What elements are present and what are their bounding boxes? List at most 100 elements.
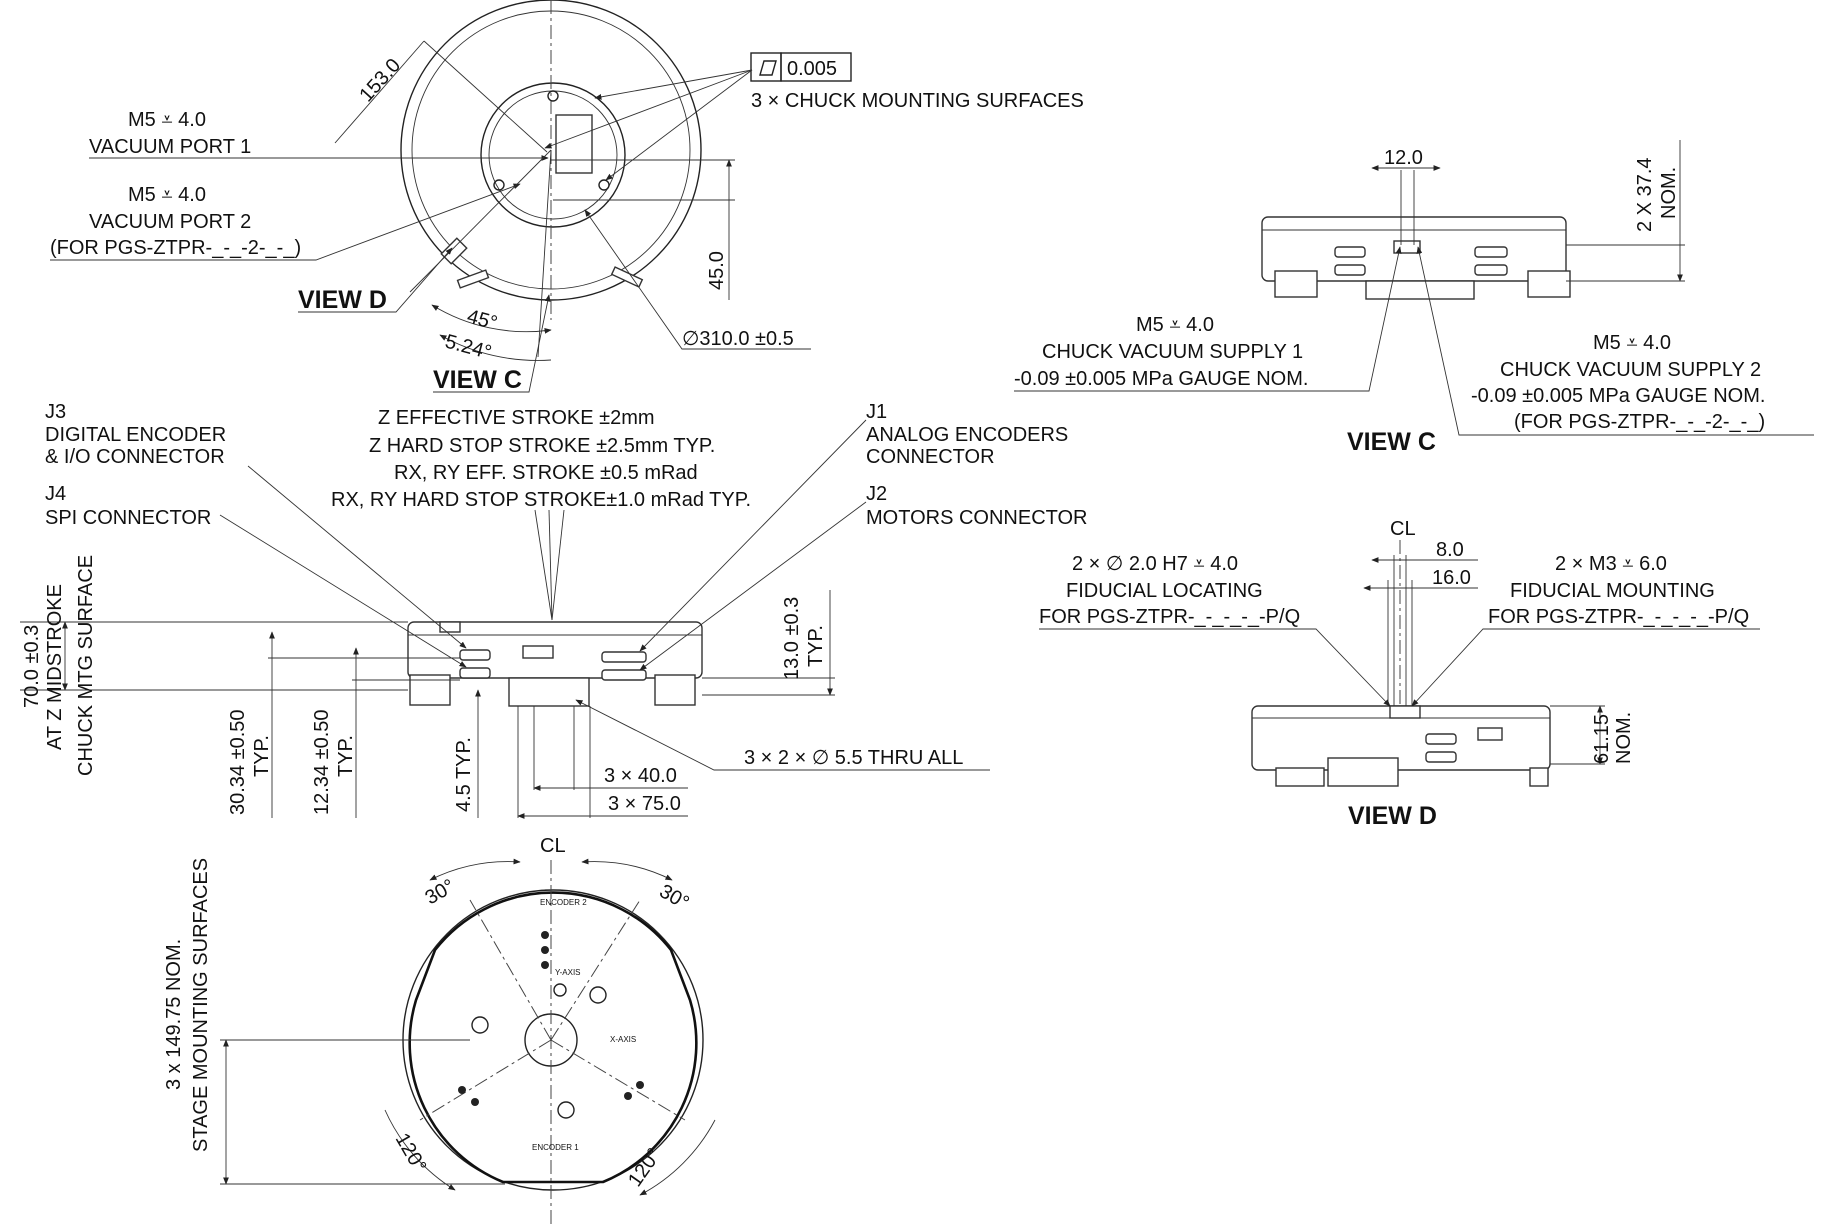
view-c-foot	[1274, 270, 1318, 298]
top-view-vacuum-port-block	[440, 237, 468, 265]
bottom-view-label-encoder-1: ENCODER 1	[532, 1143, 579, 1152]
view-c-callout: VIEW C	[433, 366, 522, 394]
j4-id: J4	[45, 483, 66, 505]
fiducial-mounting-line2: FIDUCIAL MOUNTING	[1510, 580, 1715, 602]
j1-line2: CONNECTOR	[866, 446, 995, 468]
dim-diameter-310: ∅310.0 ±0.5	[682, 328, 794, 350]
view-d-fiducial-block	[1389, 705, 1421, 719]
view-d-callout: VIEW D	[298, 286, 387, 314]
dim-45-typ: 4.5 TYP.	[453, 737, 475, 812]
view-c-title: VIEW C	[1347, 428, 1436, 456]
dim-70-b: AT Z MIDSTROKE	[44, 584, 66, 750]
supply-2-note: (FOR PGS-ZTPR-_-_-2-_-_)	[1514, 411, 1765, 433]
view-d-centerline-label: CL	[1390, 518, 1416, 540]
view-c-connector	[1334, 246, 1366, 258]
view-d-port-block	[1477, 727, 1503, 741]
j2-line1: MOTORS CONNECTOR	[866, 507, 1088, 529]
view-d-title: VIEW D	[1348, 802, 1437, 830]
view-d-foot	[1275, 767, 1325, 787]
view-c-base-block	[1365, 280, 1475, 300]
chuck-mounting-surfaces-label: 3 × CHUCK MOUNTING SURFACES	[751, 90, 1084, 112]
side-view-port-block	[522, 645, 554, 659]
view-d-dim-6115-nom: NOM.	[1613, 712, 1635, 764]
flatness-value-box	[780, 52, 852, 82]
fiducial-locating-line3: FOR PGS-ZTPR-_-_-_-_-P/Q	[1039, 606, 1300, 628]
flatness-symbol-box	[750, 52, 782, 82]
dim-3034-a: 30.34 ±0.50	[227, 709, 249, 815]
supply-1-pressure: -0.09 ±0.005 MPa GAUGE NOM.	[1014, 368, 1308, 390]
bottom-view-angle-120-left: 120°	[391, 1130, 431, 1177]
thru-holes-label: 3 × 2 × ∅ 5.5 THRU ALL	[744, 747, 963, 769]
view-d-foot	[1529, 767, 1549, 787]
vacuum-port-1-thread: M5 ⩡ 4.0	[128, 109, 206, 131]
side-view-foot	[409, 674, 451, 706]
angle-524: 5.24°	[443, 331, 494, 364]
bottom-view-label-x-axis: X-AXIS	[610, 1035, 636, 1044]
dim-3x75: 3 × 75.0	[608, 793, 681, 815]
dim-70-a: 70.0 ±0.3	[21, 625, 43, 708]
bottom-view-angle-30-right: 30°	[656, 880, 693, 914]
dim-45: 45.0	[706, 251, 728, 290]
view-c-foot	[1527, 270, 1571, 298]
view-d-dim-6115: 61.15	[1591, 714, 1613, 764]
fiducial-mounting-line3: FOR PGS-ZTPR-_-_-_-_-P/Q	[1488, 606, 1749, 628]
view-c-connector	[1334, 264, 1366, 276]
view-d-dim-8: 8.0	[1436, 539, 1464, 561]
supply-1-label: CHUCK VACUUM SUPPLY 1	[1042, 341, 1303, 363]
view-d: CL 8.0 16.0 2 × ∅ 2.0 H7 ⩡ 4.0 FIDUCIAL …	[1039, 518, 1760, 830]
fiducial-locating-line2: FIDUCIAL LOCATING	[1066, 580, 1263, 602]
dim-70-c: CHUCK MTG SURFACE	[75, 555, 97, 776]
bottom-view-centerline-label: CL	[540, 835, 566, 857]
dim-3034-b: TYP.	[251, 735, 273, 777]
top-view-mount-hole	[493, 179, 505, 191]
bottom-view-mounting-outline	[408, 891, 698, 1184]
bottom-view-angle-30-left: 30°	[422, 875, 459, 909]
vacuum-port-2-thread: M5 ⩡ 4.0	[128, 184, 206, 206]
view-c: 12.0 2 X 37.4 NOM. M5 ⩡ 4.0 CHUCK VACUUM…	[1014, 140, 1814, 456]
bottom-view-angle-120-right: 120°	[624, 1144, 666, 1191]
supply-2-label: CHUCK VACUUM SUPPLY 2	[1500, 359, 1761, 381]
view-d-connector	[1425, 751, 1457, 763]
dim-3x40: 3 × 40.0	[604, 765, 677, 787]
top-view-sensor-block	[555, 114, 593, 174]
side-view-connector-j1	[601, 651, 647, 663]
j4-line1: SPI CONNECTOR	[45, 507, 211, 529]
j3-line2: & I/O CONNECTOR	[45, 446, 225, 468]
view-d-base-block	[1327, 757, 1399, 787]
flatness-value: 0.005	[787, 58, 837, 80]
j1-id: J1	[866, 401, 887, 423]
bottom-view-label-y-axis: Y-AXIS	[555, 968, 581, 977]
side-view-connector-j2	[601, 669, 647, 681]
fiducial-mounting-line1: 2 × M3 ⩡ 6.0	[1555, 553, 1667, 575]
view-c-connector	[1474, 246, 1508, 258]
dim-153: 153.0	[355, 54, 405, 106]
supply-1-thread: M5 ⩡ 4.0	[1136, 314, 1214, 336]
top-view: 0.005 3 × CHUCK MOUNTING SURFACES M5 ⩡ 4…	[50, 0, 1084, 394]
top-view-mount-hole	[547, 90, 559, 102]
vacuum-port-1-label: VACUUM PORT 1	[89, 136, 251, 158]
stroke-z-hard-stop: Z HARD STOP STROKE ±2.5mm TYP.	[369, 435, 715, 457]
dim-1234-a: 12.34 ±0.50	[311, 709, 333, 815]
bottom-view-dim-14975-b: STAGE MOUNTING SURFACES	[190, 858, 212, 1152]
bottom-view-label-encoder-2: ENCODER 2	[540, 898, 587, 907]
dim-13-a: 13.0 ±0.3	[781, 597, 803, 680]
side-view-foot	[654, 674, 696, 706]
side-view-connector-j3	[459, 649, 491, 661]
j3-line1: DIGITAL ENCODER	[45, 424, 226, 446]
stroke-z-effective: Z EFFECTIVE STROKE ±2mm	[378, 407, 655, 429]
dim-1234-b: TYP.	[335, 735, 357, 777]
side-view-chuck-tab	[439, 621, 461, 633]
view-c-dim-height: 2 X 37.4	[1634, 157, 1656, 232]
top-view-chuck-plate	[480, 82, 626, 228]
stroke-rxry-hard-stop: RX, RY HARD STOP STROKE±1.0 mRad TYP.	[331, 489, 751, 511]
j2-id: J2	[866, 483, 887, 505]
view-c-dim-12: 12.0	[1384, 147, 1423, 169]
view-d-dim-16: 16.0	[1432, 567, 1471, 589]
stroke-rxry-effective: RX, RY EFF. STROKE ±0.5 mRad	[394, 462, 698, 484]
top-view-mount-hole	[598, 179, 610, 191]
side-view-connector-j4	[459, 667, 491, 679]
fiducial-locating-line1: 2 × ∅ 2.0 H7 ⩡ 4.0	[1072, 553, 1238, 575]
vacuum-port-2-label: VACUUM PORT 2	[89, 211, 251, 233]
side-view-base-block	[508, 677, 590, 707]
